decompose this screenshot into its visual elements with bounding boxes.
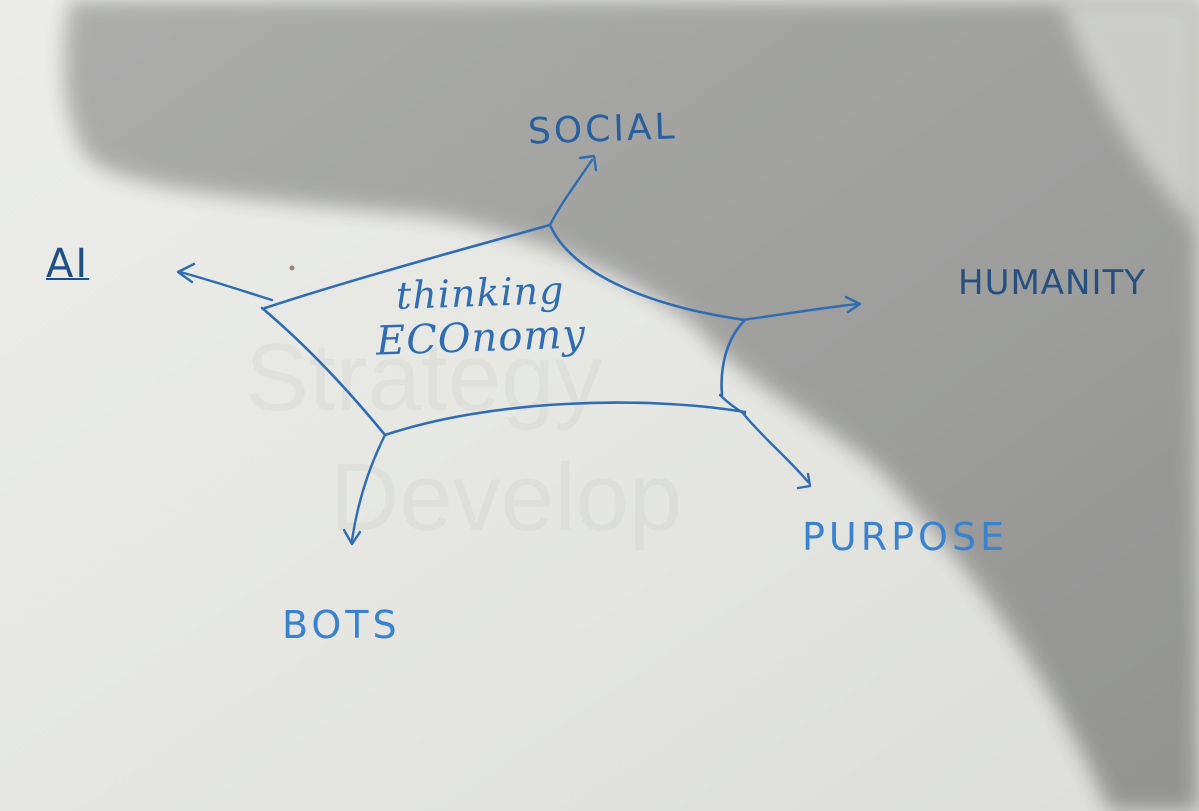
- svg-text:Strategy: Strategy: [245, 324, 603, 431]
- arrow-social: [548, 158, 594, 227]
- center-shape: [260, 223, 747, 437]
- arrow-purpose-head: [796, 472, 812, 490]
- arrow-humanity: [740, 302, 860, 322]
- arrow-purpose: [740, 410, 810, 484]
- arrow-ai: [178, 270, 274, 302]
- arrow-ai-head: [176, 262, 196, 284]
- arrow-bots-head: [342, 528, 362, 546]
- arrow-humanity-head: [844, 295, 862, 314]
- ink-tick: [718, 393, 747, 416]
- branch-arrows: [176, 154, 862, 546]
- node-label-purpose: PURPOSE: [802, 515, 1009, 559]
- ink-dot: [289, 265, 295, 271]
- node-label-ai: AI: [46, 241, 90, 287]
- node-label-bots: BOTS: [282, 603, 401, 647]
- node-label-humanity: HUMANITY: [958, 263, 1147, 303]
- ghost-writing: Strategy Develop: [245, 324, 682, 551]
- arrow-bots: [350, 433, 387, 542]
- shadow-highlight: [1060, 0, 1199, 230]
- node-label-social: SOCIAL: [527, 106, 679, 153]
- svg-text:Develop: Develop: [330, 444, 682, 551]
- arrow-social-head: [578, 154, 598, 172]
- center-label-line1: thinking: [395, 268, 566, 318]
- cast-shadow: [64, 0, 1199, 811]
- center-label-line2: ECOnomy: [375, 311, 587, 365]
